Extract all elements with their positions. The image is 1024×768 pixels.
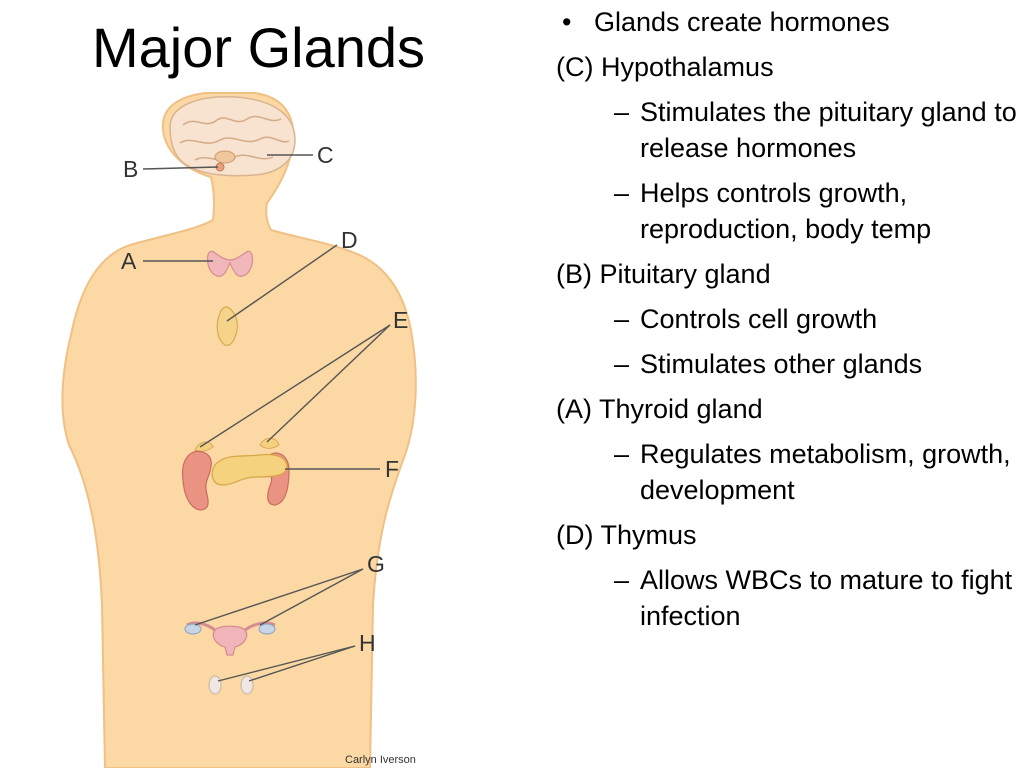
label-d: D — [341, 227, 358, 253]
note-subitem: Stimulates the pituitary gland to releas… — [556, 94, 1022, 166]
leader-lines — [142, 154, 391, 682]
note-subitem: Allows WBCs to mature to fight infection — [556, 562, 1022, 634]
note-subitem: Controls cell growth — [556, 301, 1022, 337]
testis-left — [208, 675, 222, 695]
brain-shape — [169, 96, 296, 177]
note-heading-thyroid: (A) Thyroid gland — [556, 394, 763, 424]
label-b: B — [123, 156, 138, 182]
label-c: C — [317, 142, 334, 168]
image-credit: Carlyn Iverson — [345, 754, 416, 766]
uterus — [212, 625, 248, 656]
note-bullet: Glands create hormones — [556, 4, 1022, 40]
pancreas-gland — [211, 453, 288, 486]
body-diagram: B C A D E F G H Carlyn Iverson — [55, 85, 485, 768]
body-illustration: B C A D E F G H Carlyn Iverson — [61, 92, 417, 768]
hypothalamus-gland — [214, 150, 236, 164]
label-f: F — [385, 456, 399, 482]
note-subitem: Helps controls growth, reproduction, bod… — [556, 175, 1022, 247]
ovary-left — [184, 623, 202, 635]
note-heading-thymus: (D) Thymus — [556, 520, 697, 550]
note-subitem: Regulates metabolism, growth, developmen… — [556, 436, 1022, 508]
label-a: A — [121, 248, 137, 274]
ovary-right — [258, 623, 276, 635]
label-g: G — [367, 551, 385, 577]
label-e: E — [393, 307, 408, 333]
label-h: H — [359, 630, 376, 656]
thyroid-gland — [206, 250, 254, 277]
notes-list: Glands create hormones (C) Hypothalamus … — [556, 4, 1022, 643]
note-heading-hypothalamus: (C) Hypothalamus — [556, 52, 774, 82]
note-heading-pituitary: (B) Pituitary gland — [556, 259, 771, 289]
note-subitem: Stimulates other glands — [556, 346, 1022, 382]
testis-right — [240, 675, 254, 695]
body-silhouette — [61, 92, 417, 768]
kidney-left — [181, 450, 212, 511]
adrenal-gland-right — [259, 437, 280, 449]
slide-title: Major Glands — [92, 16, 426, 79]
